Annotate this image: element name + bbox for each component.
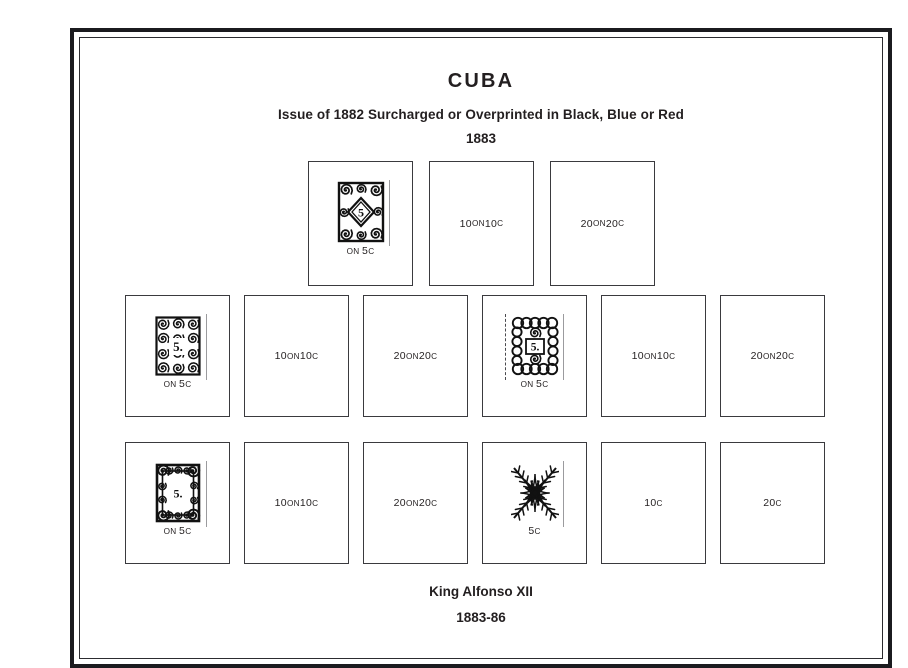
page-footer-name: King Alfonso XII (429, 584, 533, 599)
stamp-vertical-rule (206, 314, 207, 380)
page-footer-years: 1883-86 (456, 610, 506, 625)
stamp-box[interactable]: 5C (482, 442, 587, 564)
stamp-box[interactable]: 5. ON 5C (125, 442, 230, 564)
album-page: CUBA Issue of 1882 Surcharged or Overpri… (70, 28, 892, 668)
svg-text:5.: 5. (173, 339, 183, 354)
stamp-caption: ON 5C (346, 245, 375, 257)
svg-text:5.: 5. (173, 487, 182, 501)
stamp-caption: ON 5C (163, 525, 192, 537)
stamp-box[interactable]: 5. ON 5C (125, 295, 230, 417)
stamp-box[interactable]: 5. ON 5C (482, 295, 587, 417)
stamp-vertical-rule (206, 461, 207, 527)
stamp-vertical-rule (389, 180, 390, 246)
boxed-5-filigree-stamp-icon: 5. (483, 309, 586, 383)
stamp-vertical-rule (563, 461, 564, 527)
stamp-caption: ON 5C (520, 378, 549, 390)
stamp-box[interactable]: 5 ON 5C (308, 161, 413, 286)
ornate-scroll-5-stamp-icon: 5 (309, 175, 412, 249)
scroll-border-5-stamp-icon: 5. (126, 456, 229, 530)
stamp-dashed-rule (505, 314, 507, 380)
page-title: CUBA (447, 70, 515, 92)
starburst-flower-stamp-icon (483, 456, 586, 530)
stamp-vertical-rule (563, 314, 564, 380)
dense-filigree-5-stamp-icon: 5. (126, 309, 229, 383)
page-year: 1883 (465, 131, 497, 146)
page-subtitle: Issue of 1882 Surcharged or Overprinted … (278, 107, 684, 122)
stamp-caption: 5C (528, 525, 541, 537)
svg-text:5.: 5. (530, 342, 539, 354)
svg-text:5: 5 (358, 206, 364, 220)
stamp-caption: ON 5C (163, 378, 192, 390)
album-page-inner-border: CUBA Issue of 1882 Surcharged or Overpri… (79, 37, 883, 659)
